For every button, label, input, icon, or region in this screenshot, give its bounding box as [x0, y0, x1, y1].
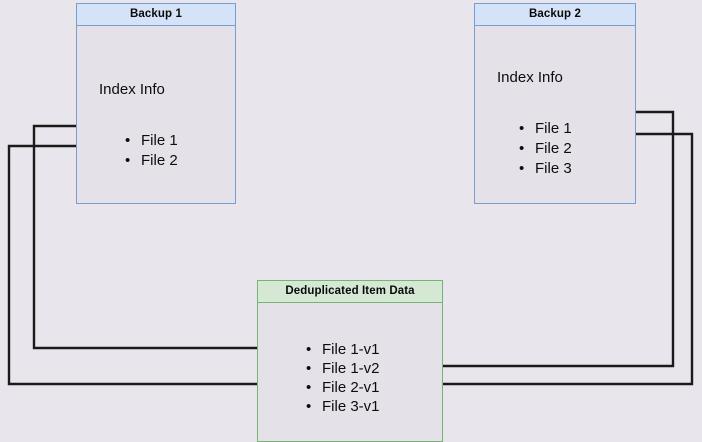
deduplicated-item-list: File 1-v1 File 1-v2 File 2-v1 File 3-v1 [306, 340, 380, 416]
list-item: File 1-v1 [306, 340, 380, 359]
backup-2-file-list: File 1 File 2 File 3 [519, 119, 572, 179]
backup-1-title: Backup 1 [77, 4, 235, 26]
deduplicated-item-data-body: File 1-v1 File 1-v2 File 2-v1 File 3-v1 [258, 303, 442, 442]
backup-1-file-list: File 1 File 2 [125, 131, 178, 171]
backup-2-title: Backup 2 [475, 4, 635, 26]
backup-2-index-info-label: Index Info [497, 69, 563, 86]
list-item: File 1 [125, 131, 178, 151]
backup-2-body: Index Info File 1 File 2 File 3 [475, 26, 635, 204]
backup-1-index-info-label: Index Info [99, 81, 165, 98]
list-item: File 3-v1 [306, 397, 380, 416]
list-item: File 1 [519, 119, 572, 139]
list-item: File 3 [519, 159, 572, 179]
deduplicated-item-data-box[interactable]: Deduplicated Item Data File 1-v1 File 1-… [257, 280, 443, 442]
list-item: File 2 [519, 139, 572, 159]
backup-1-box[interactable]: Backup 1 Index Info File 1 File 2 [76, 3, 236, 204]
backup-1-body: Index Info File 1 File 2 [77, 26, 235, 204]
list-item: File 1-v2 [306, 359, 380, 378]
list-item: File 2-v1 [306, 378, 380, 397]
backup-2-box[interactable]: Backup 2 Index Info File 1 File 2 File 3 [474, 3, 636, 204]
list-item: File 2 [125, 151, 178, 171]
deduplicated-item-data-title: Deduplicated Item Data [258, 281, 442, 303]
